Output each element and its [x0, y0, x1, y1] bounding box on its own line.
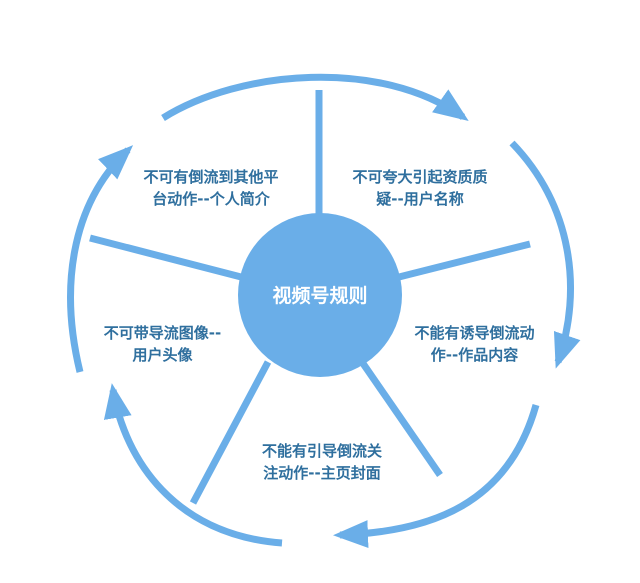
center-circle: [238, 213, 402, 377]
segment-label-line: 不能有诱导倒流动: [414, 324, 535, 342]
segment-label-works-content: 不能有诱导倒流动 作--作品内容: [392, 322, 557, 366]
segment-label-line: 不能有引导倒流关: [261, 442, 382, 460]
cycle-arrow-right: [509, 140, 581, 369]
segment-label-line: 疑--用户名称: [376, 190, 464, 208]
segment-label-line: 作--作品内容: [430, 346, 519, 364]
cycle-arrow-bottom-left: [103, 383, 283, 547]
spoke-right: [394, 240, 531, 282]
spoke-left: [89, 234, 246, 282]
spoke-bottom-right: [359, 360, 443, 477]
segment-label-line: 不可有倒流到其他平: [143, 168, 279, 186]
cycle-arrow-left: [67, 145, 134, 373]
segment-label-homepage-cover: 不能有引导倒流关 注动作--主页封面: [242, 440, 402, 484]
segment-label-line: 注动作--主页封面: [263, 464, 381, 482]
cycle-arrow-top: [161, 73, 469, 122]
center-title: 视频号规则: [272, 284, 367, 307]
spoke-bottom-left: [189, 360, 272, 505]
segment-label-line: 用户头像: [132, 346, 193, 364]
cycle-arrow-bottom-right: [333, 404, 540, 549]
segment-label-line: 不可带导流图像--: [103, 324, 222, 342]
segment-label-personal-intro: 不可有倒流到其他平 台动作--个人简介: [116, 166, 306, 210]
segment-label-username: 不可夸大引起资质质 疑--用户名称: [330, 166, 510, 210]
segment-label-line: 不可夸大引起资质质: [352, 168, 488, 186]
segment-label-avatar: 不可带导流图像-- 用户头像: [80, 322, 245, 366]
segment-label-line: 台动作--个人简介: [152, 190, 270, 208]
